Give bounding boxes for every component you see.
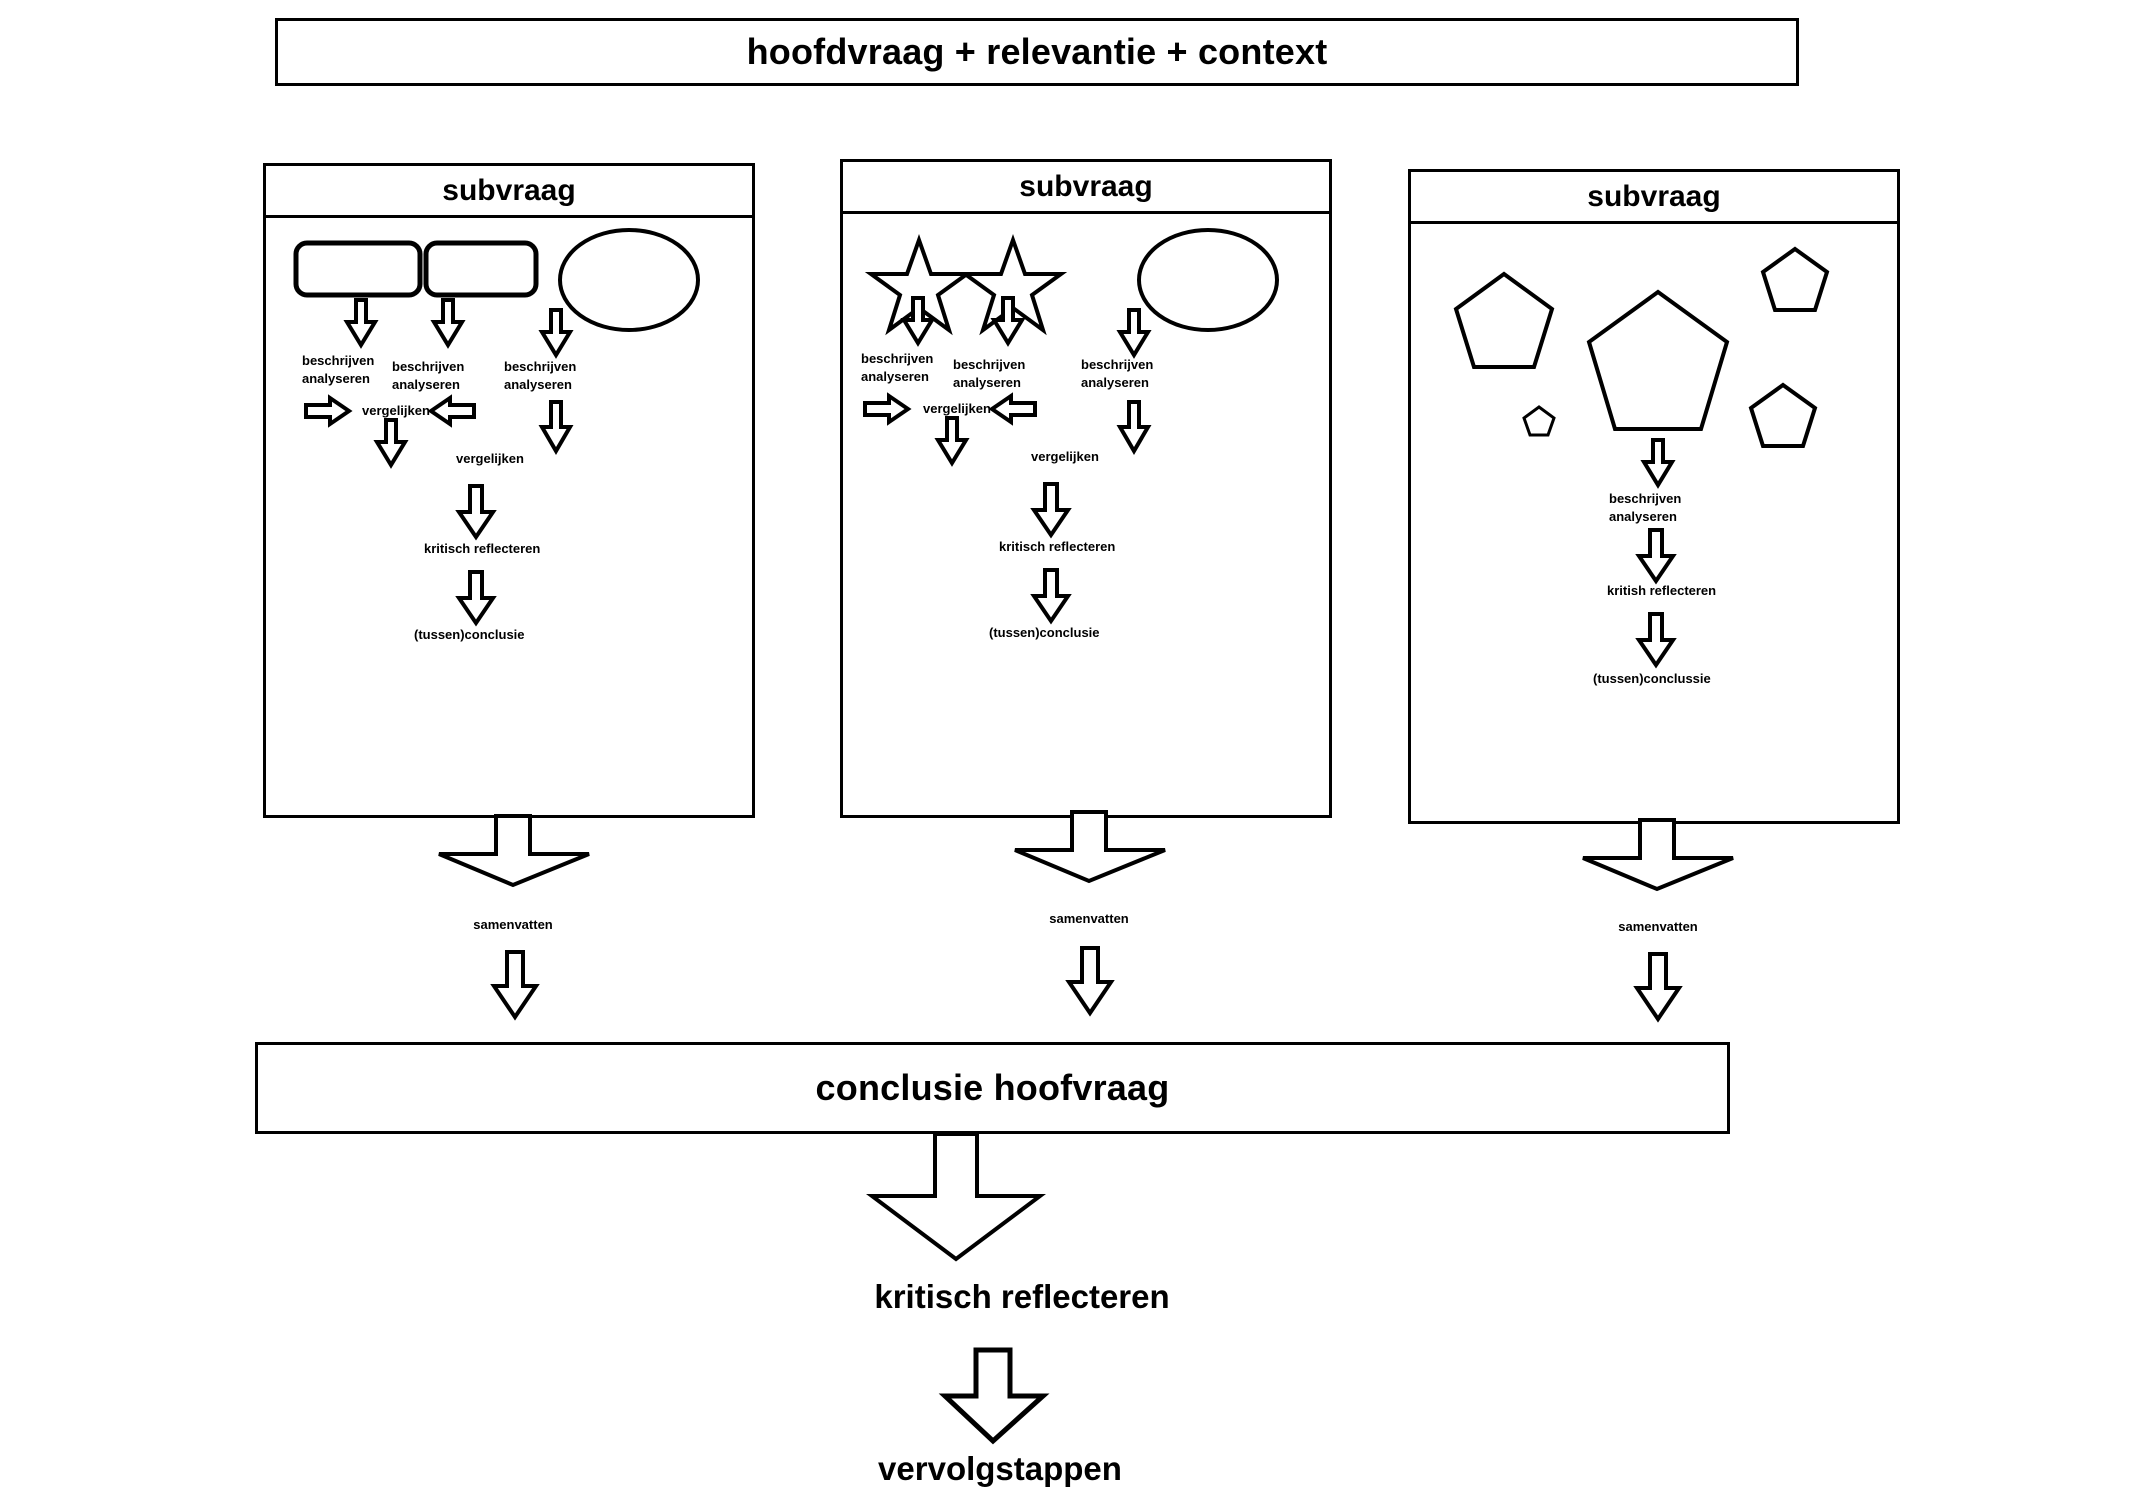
rounded-rectangle-shape-2	[423, 240, 539, 298]
down-arrow-icon-c3-2	[1635, 528, 1677, 585]
subvraag-column-3-body: beschrijven analyseren kritish reflecter…	[1411, 224, 1897, 821]
down-arrow-icon-c2-4	[934, 416, 970, 467]
summarize-label-c1: samenvatten	[473, 917, 553, 932]
down-arrow-icon-c3-3	[1635, 612, 1677, 669]
pentagon-shape-3	[1586, 289, 1730, 431]
down-arrow-icon-c1-1	[343, 298, 379, 349]
subvraag-column-3-header-label: subvraag	[1587, 179, 1721, 213]
compare-pair-label-c1: vergelijken	[362, 403, 430, 418]
summarize-label-c2: samenvatten	[1049, 911, 1129, 926]
summarize-label-c3: samenvatten	[1618, 919, 1698, 934]
subvraag-column-2-body: beschrijven analyseren beschrijven analy…	[843, 214, 1329, 815]
conclusie-hoofvraag-label: conclusie hoofvraag	[815, 1067, 1170, 1108]
summarize-arrow-icon-c2	[1014, 810, 1166, 884]
summarize-arrow-icon-c3	[1582, 818, 1734, 892]
kritisch-reflecteren-label: kritisch reflecteren	[874, 1278, 1170, 1315]
down-arrow-icon-c1-5	[538, 400, 574, 455]
subvraag-column-1-body: beschrijven analyseren beschrijven analy…	[266, 218, 752, 815]
describe-analyse-label-c2-1: beschrijven analyseren	[861, 351, 934, 384]
down-arrow-icon-c1-4	[373, 418, 409, 469]
conclusion-label-c3: (tussen)conclussie	[1593, 671, 1711, 686]
pentagon-shape-1	[1453, 271, 1555, 369]
rounded-rectangle-shape-1	[293, 240, 423, 298]
left-arrow-icon-c1	[427, 394, 476, 428]
left-arrow-icon-c2	[988, 392, 1037, 426]
conclusion-label-c1: (tussen)conclusie	[414, 627, 525, 642]
pentagon-shape-4	[1760, 246, 1830, 312]
hoofdvraag-box: hoofdvraag + relevantie + context	[275, 18, 1799, 86]
down-arrow-icon-c2-5	[1116, 400, 1152, 455]
down-arrow-icon-c1-8	[490, 950, 540, 1021]
down-arrow-icon-c2-8	[1065, 946, 1115, 1017]
subvraag-column-1: subvraag	[263, 163, 755, 818]
down-arrow-icon-c2-2	[990, 296, 1026, 347]
vervolgstappen-label: vervolgstappen	[878, 1450, 1122, 1487]
subvraag-column-2: subvraag beschr	[840, 159, 1332, 818]
subvraag-column-2-header-label: subvraag	[1019, 169, 1153, 203]
down-arrow-icon-c1-3	[538, 308, 574, 359]
down-arrow-icon-c3-4	[1633, 952, 1683, 1023]
right-arrow-icon-c2	[863, 392, 912, 426]
down-arrow-icon-c2-3	[1116, 308, 1152, 359]
describe-analyse-label-c3-1: beschrijven analyseren	[1609, 491, 1682, 524]
summarize-arrow-icon-c1	[438, 814, 590, 888]
reflect-label-c3: kritish reflecteren	[1607, 583, 1717, 598]
subvraag-column-1-header: subvraag	[266, 166, 752, 218]
down-arrow-icon-c2-7	[1030, 568, 1072, 625]
ellipse-shape-2	[1137, 228, 1279, 332]
describe-analyse-label-c2-2: beschrijven analyseren	[953, 357, 1026, 390]
down-arrow-icon-final-1	[866, 1132, 1046, 1262]
compare-all-label-c1: vergelijken	[456, 451, 524, 466]
conclusion-label-c2: (tussen)conclusie	[989, 625, 1100, 640]
subvraag-column-2-header: subvraag	[843, 162, 1329, 214]
down-arrow-icon-c1-7	[455, 570, 497, 627]
describe-analyse-label-c1-2: beschrijven analyseren	[392, 359, 465, 392]
right-arrow-icon-c1	[304, 394, 353, 428]
down-arrow-icon-c2-6	[1030, 482, 1072, 539]
ellipse-shape-1	[558, 228, 700, 332]
down-arrow-icon-c1-6	[455, 484, 497, 541]
subvraag-column-3-header: subvraag	[1411, 172, 1897, 224]
down-arrow-icon-final-2	[938, 1347, 1050, 1445]
pentagon-shape-2	[1522, 405, 1556, 437]
subvraag-column-3: subvraag	[1408, 169, 1900, 824]
describe-analyse-label-c1-1: beschrijven analyseren	[302, 353, 375, 386]
pentagon-shape-5	[1748, 382, 1818, 448]
down-arrow-icon-c3-1	[1640, 438, 1676, 489]
down-arrow-icon-c1-2	[430, 298, 466, 349]
compare-all-label-c2: vergelijken	[1031, 449, 1099, 464]
down-arrow-icon-c2-1	[900, 296, 936, 347]
describe-analyse-label-c1-3: beschrijven analyseren	[504, 359, 577, 392]
compare-pair-label-c2: vergelijken	[923, 401, 991, 416]
subvraag-column-1-header-label: subvraag	[442, 173, 576, 207]
reflect-label-c1: kritisch reflecteren	[424, 541, 541, 556]
describe-analyse-label-c2-3: beschrijven analyseren	[1081, 357, 1154, 390]
reflect-label-c2: kritisch reflecteren	[999, 539, 1116, 554]
hoofdvraag-label: hoofdvraag + relevantie + context	[746, 31, 1328, 72]
conclusie-hoofvraag-box: conclusie hoofvraag	[255, 1042, 1730, 1134]
